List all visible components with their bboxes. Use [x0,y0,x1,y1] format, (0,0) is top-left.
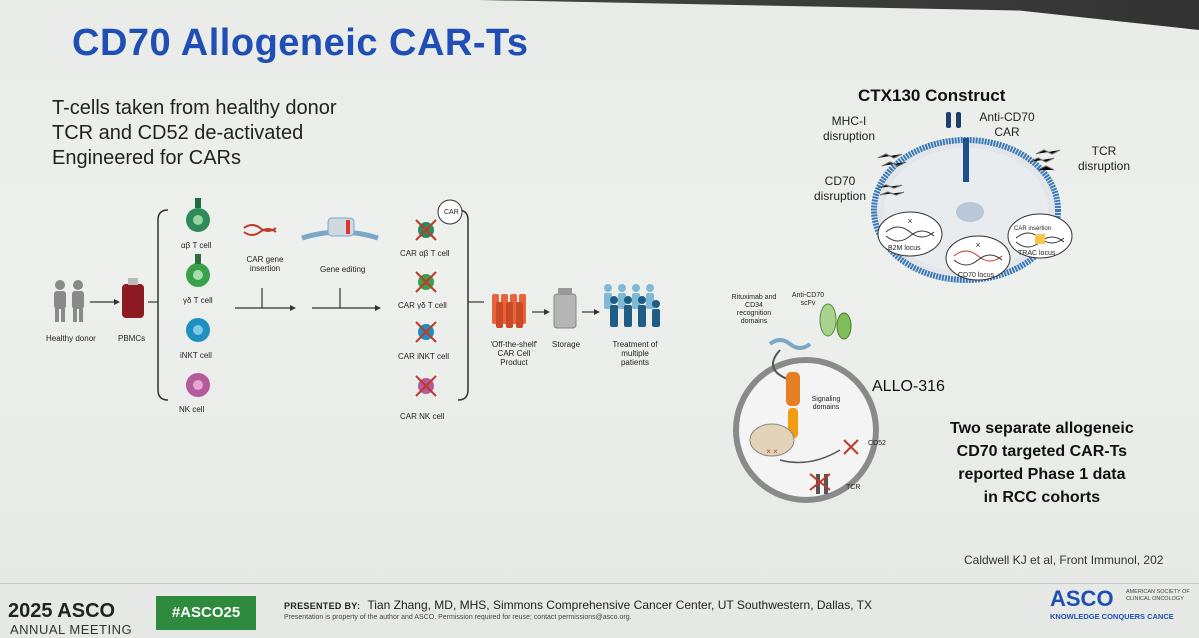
label-cd70-disruption: CD70 disruption [813,174,867,203]
svg-text:× ×: × × [766,447,778,456]
label-healthy-donor: Healthy donor [46,334,96,343]
label-tcr-disruption: TCR disruption [1077,144,1131,173]
label-off-the-shelf: 'Off-the-shelf' CAR Cell Product [490,340,538,367]
label-pbmcs: PBMCs [118,334,146,343]
trac-locus-circle [1007,213,1073,259]
svg-text:×: × [975,240,980,250]
tcr-icon [809,473,831,494]
inkt-cell-icon [186,318,210,342]
scfv-icon [768,303,852,350]
label-cd52: CD52 [868,440,886,447]
footer-divider [0,583,1199,584]
label-car-ab-t-cell: CAR αβ T cell [400,249,450,258]
label-storage: Storage [552,340,581,349]
label-nk-cell: NK cell [179,405,205,414]
label-inkt-cell: iNKT cell [180,351,212,360]
property-notice: Presentation is property of the author a… [284,614,632,621]
nk-cell-icon [186,373,210,397]
signaling-domain-icon [786,372,800,438]
label-tcr: TCR [846,484,861,491]
bullet-2: TCR and CD52 de-activated [52,122,304,144]
car-badge [437,199,463,225]
allo316-diagram: × × [733,303,879,503]
label-rituximab: Rituximab and CD34 recognition domains [731,294,777,325]
gd-t-cell-icon [186,254,210,287]
asco-logo: ASCO [1050,586,1114,611]
label-car-badge: CAR [444,209,459,216]
summary-line-1: Two separate allogeneic [950,420,1134,437]
summary-line-4: in RCC cohorts [983,489,1101,506]
car-gd-t-cell-icon [415,271,437,293]
svg-text:×: × [907,216,912,226]
patients-icon [604,284,660,327]
gene-editing-icon [301,217,379,241]
label-gd-t-cell: γδ T cell [183,296,213,305]
label-signaling-domains: Signaling domains [811,396,841,411]
allo316-title: ALLO-316 [872,378,945,395]
label-car-nk-cell: CAR NK cell [400,412,445,421]
label-cd70-locus: CD70 locus [958,272,995,279]
car-inkt-cell-icon [415,321,437,343]
cd52-icon [843,439,859,455]
b2m-locus-circle: × [877,211,943,257]
label-anti-cd70-car: Anti-CD70 CAR [979,110,1035,139]
asco-tagline: KNOWLEDGE CONQUERS CANCE [1050,612,1174,621]
ctx130-title: CTX130 Construct [858,86,1006,105]
label-car-gene-insertion: CAR gene insertion [246,255,284,273]
car-nk-cell-icon [415,375,437,397]
label-car-inkt-cell: CAR iNKT cell [398,352,449,361]
storage-tank-icon [553,288,577,329]
summary-text: Two separate allogeneic CD70 targeted CA… [950,417,1134,509]
slide-title: CD70 Allogeneic CAR-Ts [72,22,529,64]
car-receptor-icon [946,112,969,182]
hashtag-badge: #ASCO25 [156,596,256,630]
cd70-locus-circle: × [945,235,1011,281]
product-vials-icon [492,294,526,328]
workflow-diagram [54,198,660,401]
annual-meeting-label: ANNUAL MEETING [10,622,133,637]
blood-bag-icon [122,278,144,318]
summary-line-3: reported Phase 1 data [958,466,1126,483]
ab-t-cell-icon [186,198,210,232]
presented-by-label: PRESENTED BY: [284,601,361,611]
label-car-gd-t-cell: CAR γδ T cell [398,301,447,310]
citation: Caldwell KJ et al, Front Immunol, 202 [964,553,1164,567]
bullet-list: T-cells taken from healthy donor TCR and… [52,96,337,171]
dna-nucleus-icon: × × [749,423,795,457]
bullet-3: Engineered for CARs [52,147,241,169]
label-mhc-disruption: MHC-I disruption [822,114,876,143]
label-car-insertion: CAR insertion [1014,226,1052,232]
label-b2m-locus: B2M locus [888,245,921,252]
presented-by: PRESENTED BY: Tian Zhang, MD, MHS, Simmo… [284,598,872,612]
label-gene-editing: Gene editing [320,265,366,274]
mhc-fragments-icon [877,153,907,196]
asco-year-logo: 2025 ASCO [8,600,116,622]
label-anti-cd70-scfv: Anti-CD70 scFv [791,292,825,307]
asco-society-name: AMERICAN SOCIETY OF CLINICAL ONCOLOGY [1126,589,1190,602]
tcr-fragments-icon [1029,149,1061,171]
bullet-1: T-cells taken from healthy donor [52,97,337,119]
car-ab-t-cell-icon [415,219,437,241]
label-ab-t-cell: αβ T cell [181,241,212,250]
donor-icon [54,280,84,322]
dna-icon [243,224,277,236]
label-trac-locus: TRAC locus [1018,250,1056,257]
summary-line-2: CD70 targeted CAR-Ts [956,443,1128,460]
label-treatment: Treatment of multiple patients [612,340,658,367]
presenter-name: Tian Zhang, MD, MHS, Simmons Comprehensi… [367,598,873,612]
ctx130-diagram: × × [871,112,1073,283]
